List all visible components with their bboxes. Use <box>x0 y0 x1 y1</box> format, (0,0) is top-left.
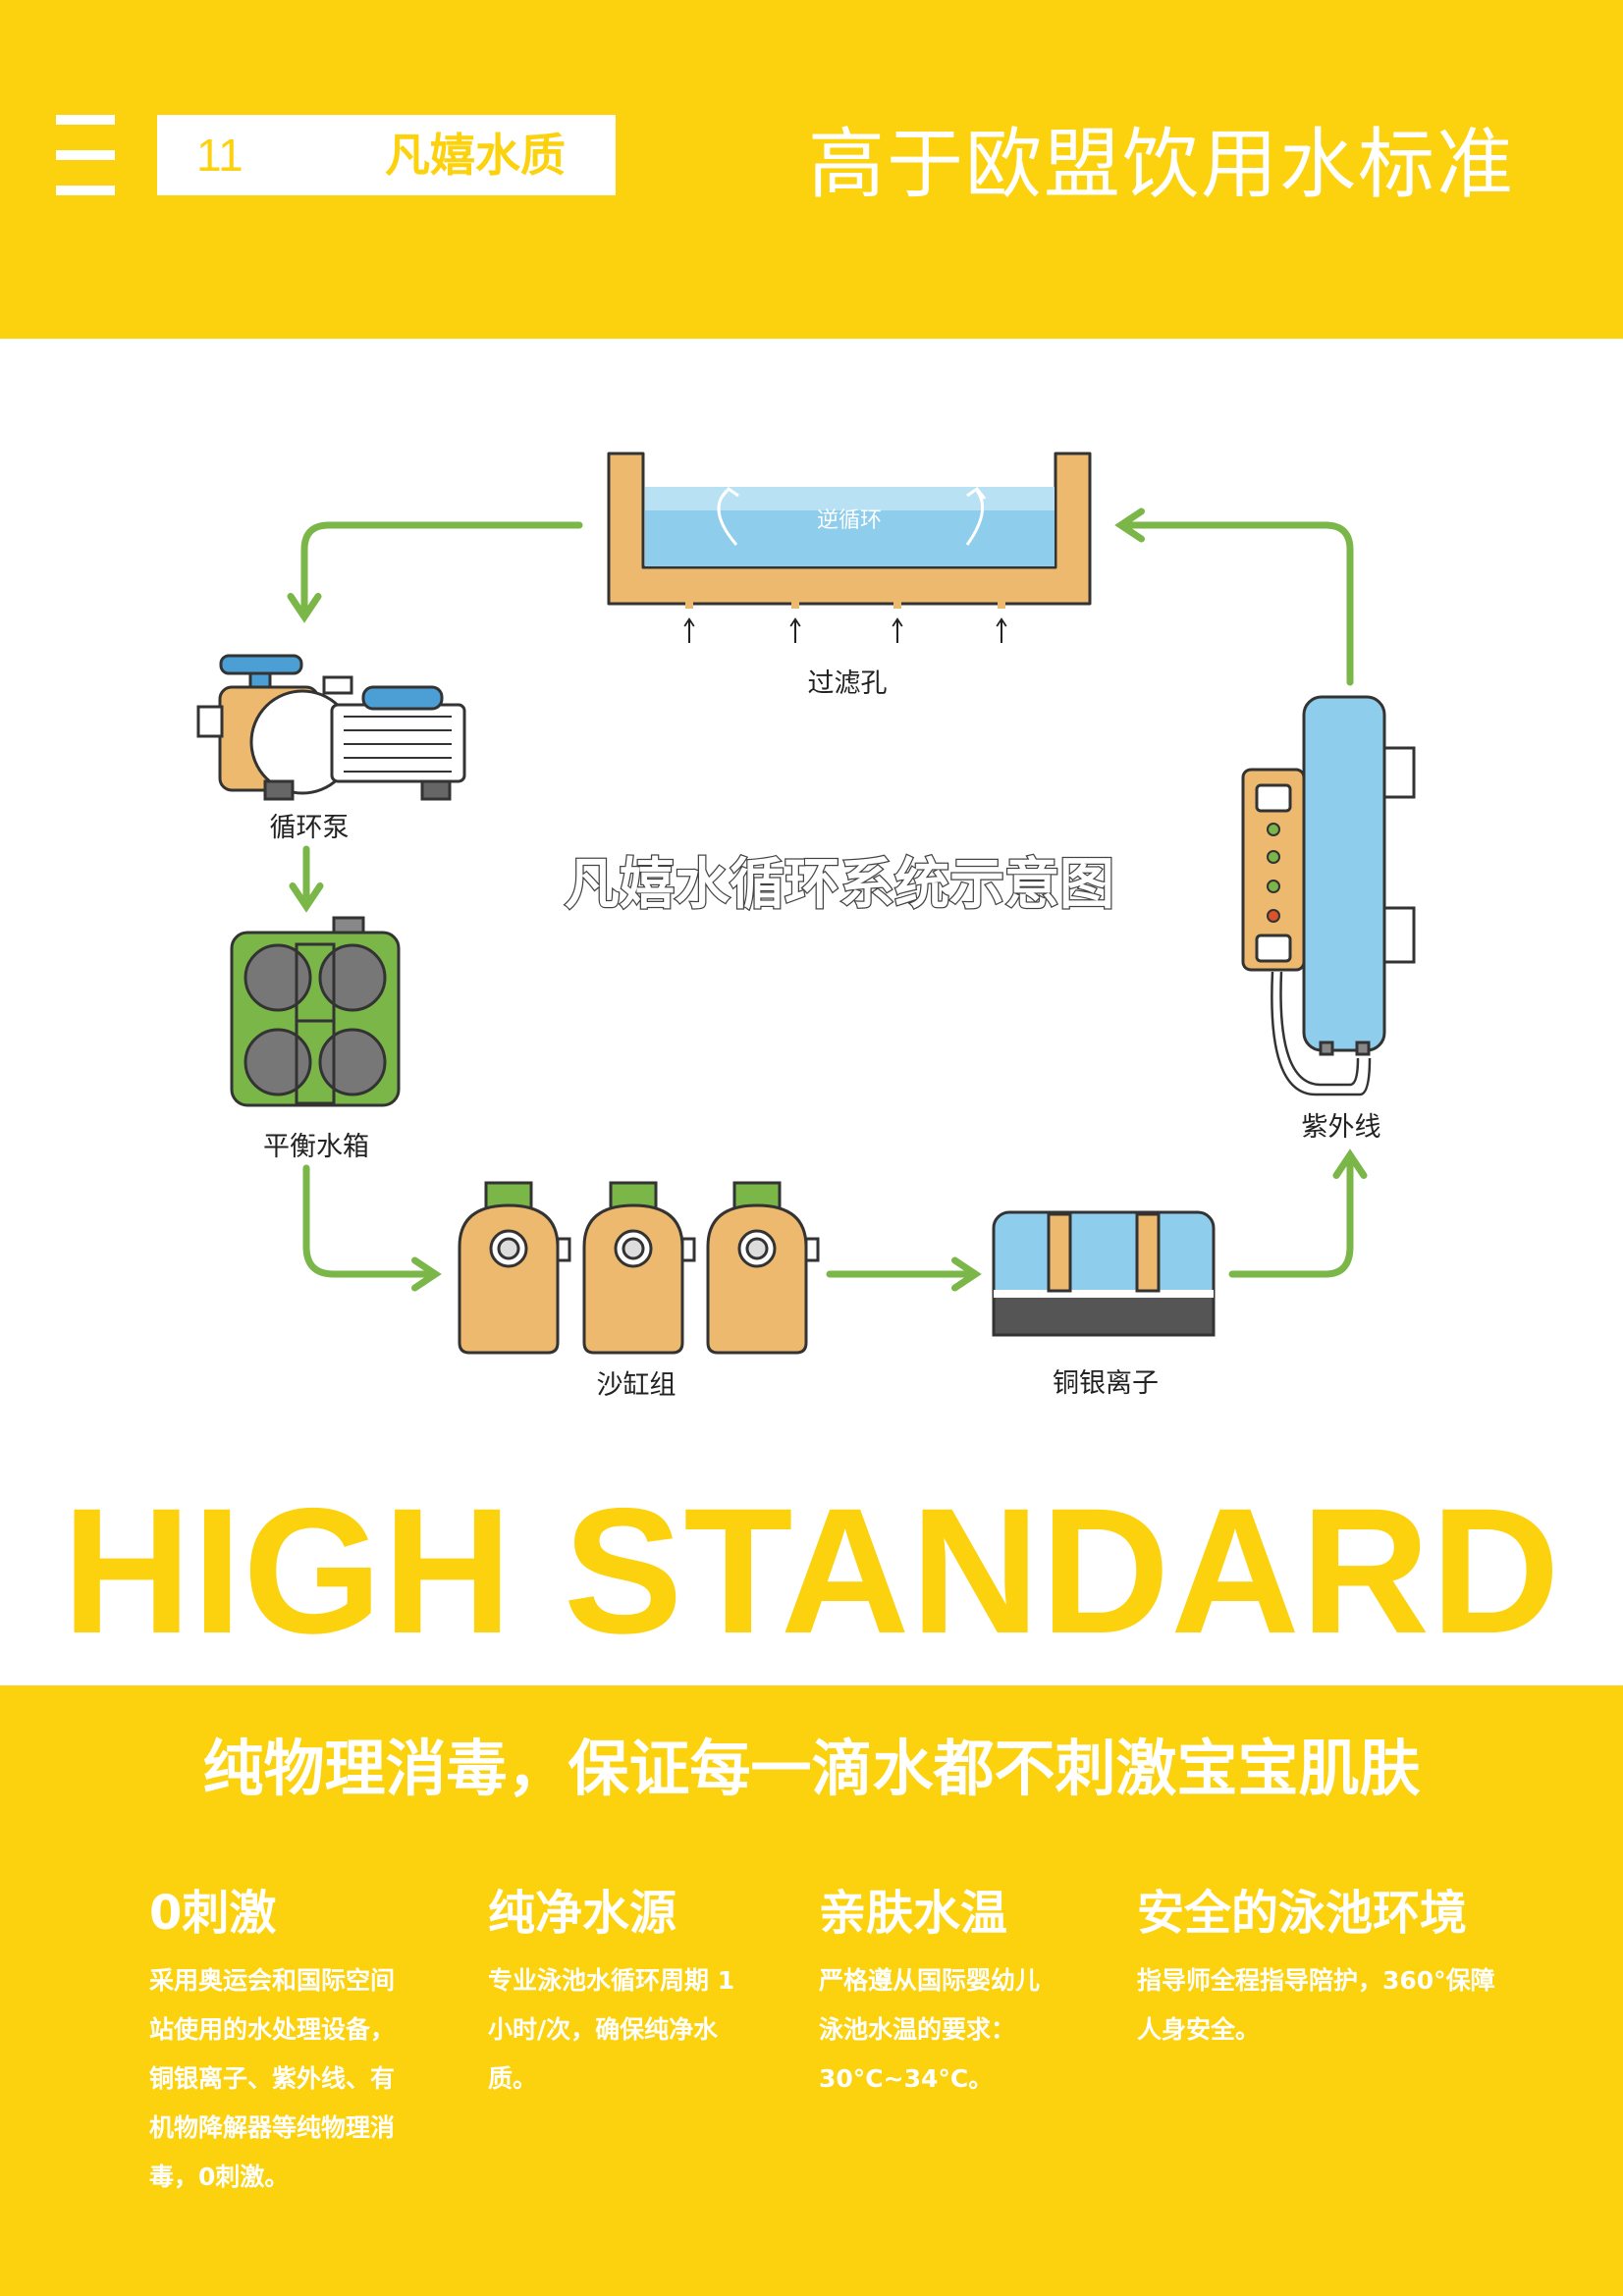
copper-silver-ion-icon <box>992 1210 1216 1337</box>
pool: 逆循环 过滤孔 <box>607 452 1092 699</box>
circulation-pump-icon <box>196 654 466 801</box>
reverse-circulation-label: 逆循环 <box>817 508 882 533</box>
arrow-pool-to-pump <box>287 521 583 623</box>
arrow-tank-to-sand <box>302 1164 442 1292</box>
feature-description: 采用奥运会和国际空间 站使用的水处理设备， 铜银离子、紫外线、有 机物降解器等纯… <box>149 1966 396 2191</box>
feature-safe-pool-environment: 安全的泳池环境 指导师全程指导陪护，360°保障 人身安全。 <box>1137 1882 1549 2055</box>
circulation-pump-label: 循环泵 <box>270 813 350 843</box>
feature-title: 纯净水源 <box>488 1886 677 1941</box>
feature-description: 严格遵从国际婴幼儿 泳池水温的要求： 30°C~34°C。 <box>819 1966 1041 2093</box>
feature-pure-water: 纯净水源 专业泳池水循环周期 1 小时/次，确保纯净水 质。 <box>488 1882 783 2104</box>
filter-holes-label: 过滤孔 <box>808 668 888 699</box>
feature-skin-friendly-temperature: 亲肤水温 严格遵从国际婴幼儿 泳池水温的要求： 30°C~34°C。 <box>819 1882 1113 2104</box>
footer-band: 纯物理消毒，保证每一滴水都不刺激宝宝肌肤 0刺激 采用奥运会和国际空间 站使用的… <box>0 1685 1623 2296</box>
menu-icon[interactable] <box>56 115 115 195</box>
page-number: 11 <box>196 130 243 181</box>
sand-filter-2 <box>582 1181 696 1355</box>
page-headline: 高于欧盟饮用水标准 <box>807 121 1515 209</box>
copper-silver-ion-label: 铜银离子 <box>1053 1368 1159 1399</box>
high-standard-banner: HIGH STANDARD <box>62 1470 1561 1671</box>
feature-title: 0刺激 <box>149 1886 277 1941</box>
feature-description: 指导师全程指导陪护，360°保障 人身安全。 <box>1137 1966 1495 2044</box>
uv-sterilizer-icon <box>1241 695 1416 1096</box>
sand-filter-group-label: 沙缸组 <box>597 1370 676 1401</box>
balance-tank-label: 平衡水箱 <box>263 1132 369 1162</box>
sand-filter-3 <box>706 1181 820 1355</box>
diagram-title: 凡嬉水循环系统示意图 <box>565 852 1114 917</box>
uv-label: 紫外线 <box>1302 1112 1381 1143</box>
page-label-box: 11 凡嬉水质 <box>157 115 616 195</box>
brand-name: 凡嬉水质 <box>385 129 566 182</box>
feature-title: 亲肤水温 <box>819 1886 1008 1941</box>
flow-arrows <box>287 507 1368 1292</box>
feature-zero-irritation: 0刺激 采用奥运会和国际空间 站使用的水处理设备， 铜银离子、紫外线、有 机物降… <box>149 1882 444 2202</box>
slogan: 纯物理消毒，保证每一滴水都不刺激宝宝肌肤 <box>202 1733 1421 1804</box>
sand-filter-1 <box>458 1181 571 1355</box>
sand-filter-group-icon <box>458 1181 820 1355</box>
water-circulation-diagram: 逆循环 过滤孔 循环泵 <box>196 452 1416 1401</box>
feature-title: 安全的泳池环境 <box>1137 1886 1468 1941</box>
balance-tank-icon <box>230 916 401 1107</box>
feature-description: 专业泳池水循环周期 1 小时/次，确保纯净水 质。 <box>488 1966 735 2093</box>
arrow-ion-to-uv <box>1228 1148 1368 1278</box>
header-band: 11 凡嬉水质 高于欧盟饮用水标准 <box>0 0 1623 339</box>
arrow-uv-to-pool <box>1114 507 1354 686</box>
